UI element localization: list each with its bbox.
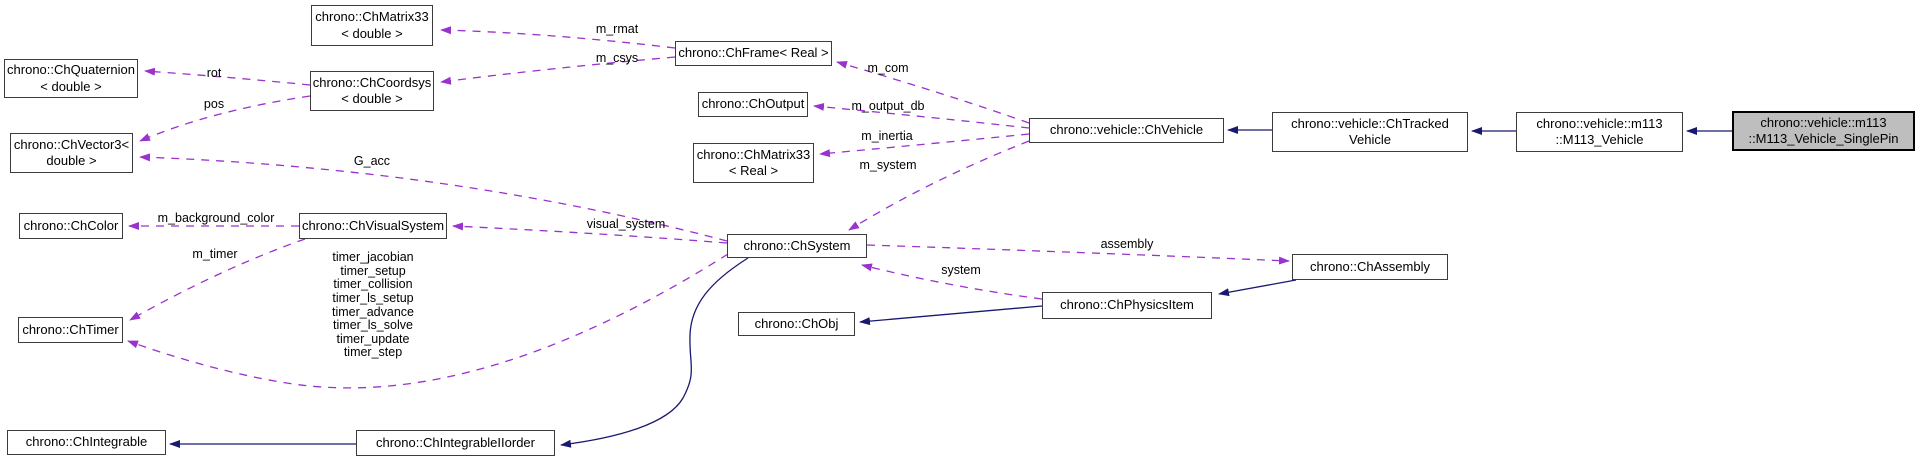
edge-rot: [144, 67, 311, 86]
node-label: chrono::ChVisualSystem: [301, 217, 445, 233]
node-chrono-vehicle-m113-vehicle-singlepin: chrono::vehicle::m113 ::M113_Vehicle_Sin…: [1732, 111, 1915, 151]
node-label: chrono::ChVector3< double >: [13, 136, 130, 168]
node-chrono-chquaternion[interactable]: chrono::ChQuaternion < double >: [4, 59, 138, 98]
edge-m-system: [848, 140, 1030, 231]
edge-label-m-system: m_system: [859, 158, 917, 172]
edge-inherit-assembly-physicsitem: [1218, 279, 1297, 297]
node-chrono-chtimer[interactable]: chrono::ChTimer: [18, 317, 123, 343]
node-label: chrono::ChColor: [23, 217, 119, 233]
node-chrono-chvisualsystem[interactable]: chrono::ChVisualSystem: [299, 213, 447, 239]
node-label: chrono::ChIntegrableIIorder: [376, 434, 535, 450]
edge-inherit-physicsitem-chobj: [859, 305, 1043, 326]
node-chrono-chmatrix33-double[interactable]: chrono::ChMatrix33 < double >: [311, 5, 433, 46]
node-chrono-chintegrableiiorder[interactable]: chrono::ChIntegrableIIorder: [356, 430, 555, 456]
node-label: chrono::ChMatrix33 < Real >: [696, 146, 811, 178]
edge-m-rmat: [440, 26, 676, 49]
edge-label-m-output-db: m_output_db: [851, 99, 925, 113]
node-chrono-chmatrix33-real[interactable]: chrono::ChMatrix33 < Real >: [693, 143, 814, 183]
node-chrono-chcolor[interactable]: chrono::ChColor: [19, 213, 123, 239]
node-label: chrono::vehicle::ChVehicle: [1049, 122, 1204, 138]
edge-m-com: [836, 60, 1030, 124]
edge-label-m-timer: m_timer: [192, 247, 238, 261]
node-label: chrono::ChQuaternion < double >: [7, 62, 135, 94]
node-label: chrono::vehicle::m113 ::M113_Vehicle_Sin…: [1748, 114, 1899, 146]
node-chrono-chframe[interactable]: chrono::ChFrame< Real >: [675, 41, 832, 66]
node-chrono-chintegrable[interactable]: chrono::ChIntegrable: [7, 430, 166, 455]
edge-assembly: [866, 244, 1290, 265]
node-label: chrono::ChFrame< Real >: [678, 45, 829, 61]
edge-pos: [139, 95, 311, 142]
node-label: chrono::ChCoordsys < double >: [312, 74, 432, 106]
node-label: chrono::vehicle::m113 ::M113_Vehicle: [1536, 115, 1663, 147]
node-label: chrono::ChOutput: [701, 96, 805, 112]
edge-m-inertia: [819, 133, 1030, 158]
edge-label-m-rmat: m_rmat: [595, 22, 639, 36]
edge-m-csys: [440, 56, 676, 85]
edge-label-visual-system: visual_system: [586, 217, 666, 231]
edge-label-m-background-color: m_background_color: [157, 211, 275, 225]
edge-label-g-acc: G_acc: [353, 154, 391, 168]
edge-label-assembly: assembly: [1100, 237, 1154, 251]
node-chrono-chsystem[interactable]: chrono::ChSystem: [727, 234, 867, 258]
edge-timers: [127, 253, 729, 389]
edge-g-acc: [139, 153, 728, 242]
edge-system: [861, 263, 1043, 300]
node-label: chrono::ChTimer: [22, 321, 119, 337]
edge-label-pos: pos: [203, 97, 225, 111]
edge-visual-system: [452, 222, 728, 244]
node-label: chrono::ChPhysicsItem: [1060, 297, 1194, 313]
node-label: chrono::ChMatrix33 < double >: [315, 9, 429, 41]
edge-label-m-inertia: m_inertia: [861, 129, 913, 143]
node-label: chrono::ChObj: [754, 315, 839, 331]
node-label: chrono::ChSystem: [743, 237, 851, 253]
edge-m-output-db: [813, 102, 1030, 129]
node-label: chrono::ChIntegrable: [25, 434, 148, 450]
node-chrono-chcoordsys[interactable]: chrono::ChCoordsys < double >: [310, 71, 434, 111]
edge-label-m-com: m_com: [867, 61, 909, 75]
node-chrono-chvector3[interactable]: chrono::ChVector3< double >: [10, 133, 133, 173]
node-label: chrono::vehicle::ChTracked Vehicle: [1291, 115, 1449, 147]
edge-label-system: system: [941, 263, 981, 277]
node-chrono-chphysicsitem[interactable]: chrono::ChPhysicsItem: [1042, 292, 1212, 319]
edge-inherit-chsystem-integrableiiorder: [560, 257, 749, 448]
node-chrono-chassembly[interactable]: chrono::ChAssembly: [1292, 254, 1448, 280]
edge-m-timer: [129, 238, 306, 321]
node-label: chrono::ChAssembly: [1310, 258, 1430, 274]
node-chrono-vehicle-m113-vehicle[interactable]: chrono::vehicle::m113 ::M113_Vehicle: [1516, 112, 1683, 152]
node-chrono-vehicle-chtrackedvehicle[interactable]: chrono::vehicle::ChTracked Vehicle: [1272, 112, 1468, 152]
edge-label-rot: rot: [206, 66, 222, 80]
edge-label-timers: timer_jacobian timer_setup timer_collisi…: [332, 250, 414, 360]
node-chrono-vehicle-chvehicle[interactable]: chrono::vehicle::ChVehicle: [1029, 118, 1224, 143]
node-chrono-choutput[interactable]: chrono::ChOutput: [698, 92, 808, 117]
node-chrono-chobj[interactable]: chrono::ChObj: [738, 312, 855, 336]
edge-label-m-csys: m_csys: [595, 51, 639, 65]
